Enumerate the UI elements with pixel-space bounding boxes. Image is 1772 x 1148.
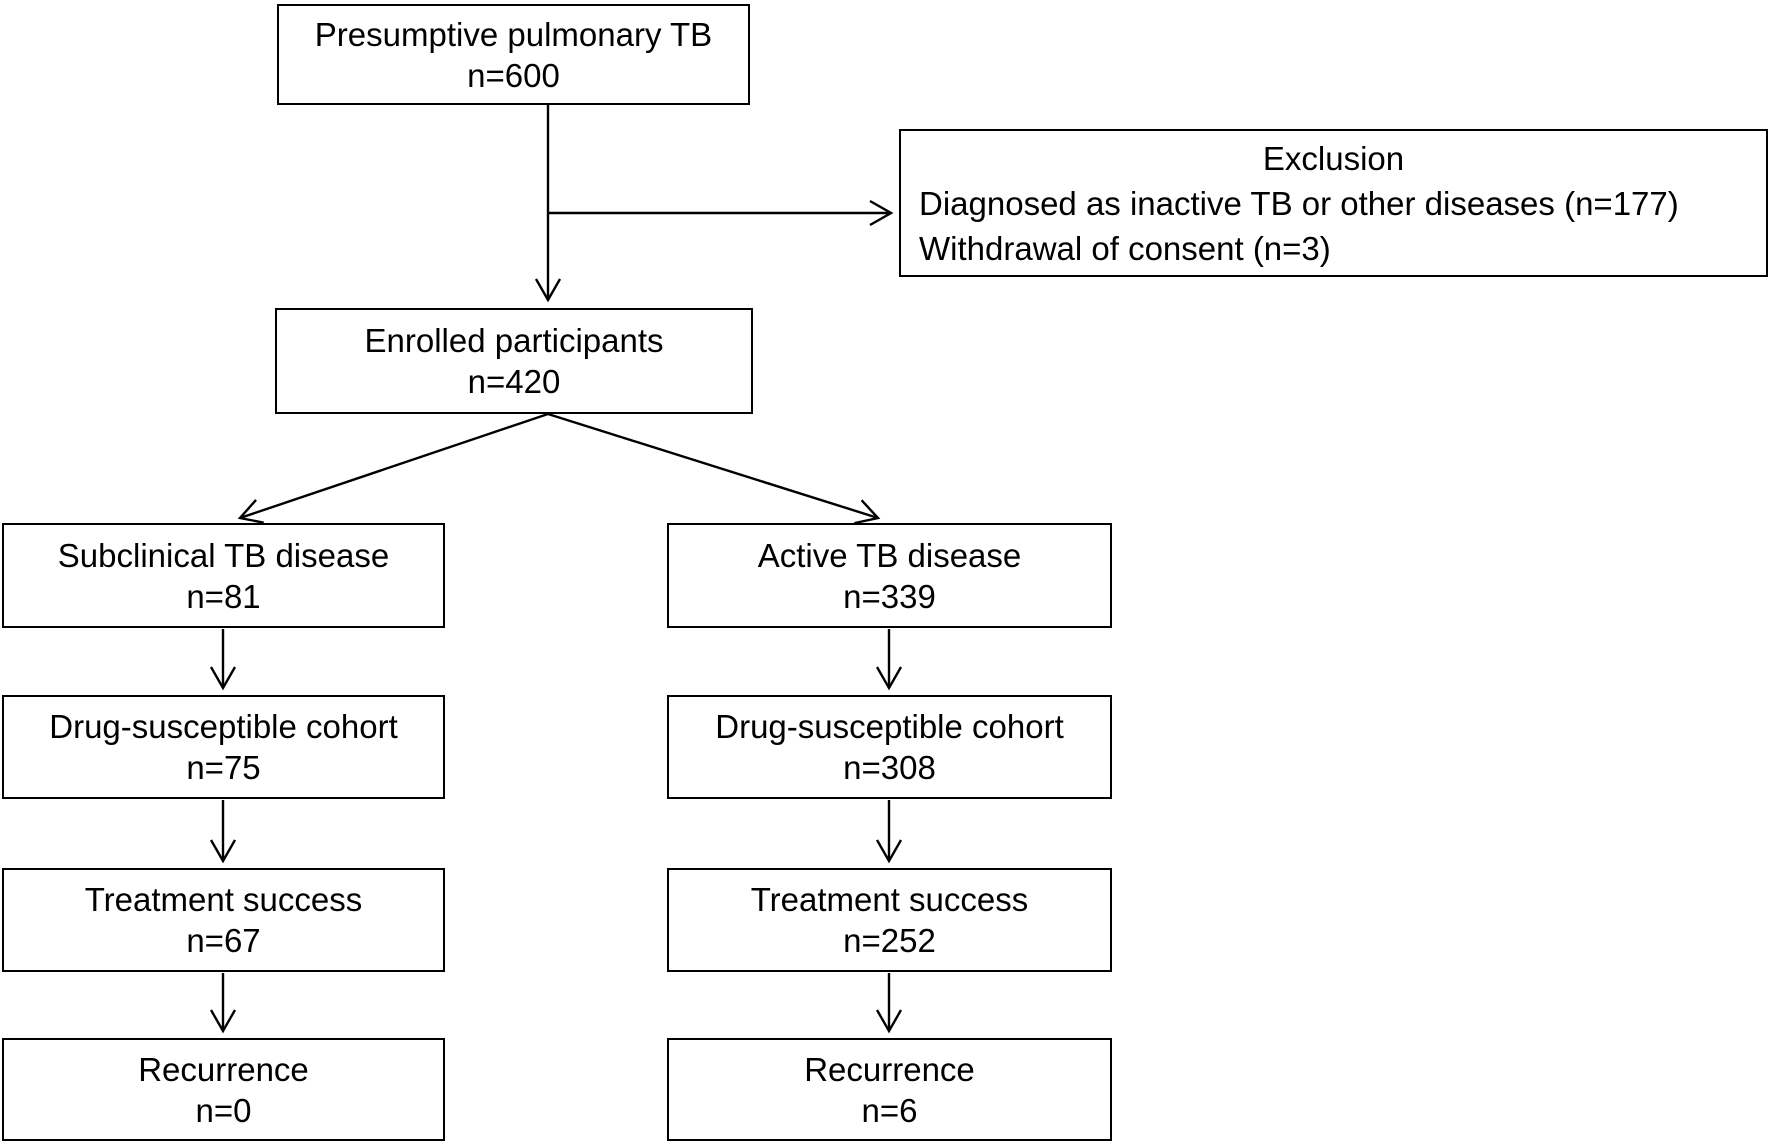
box-count: n=67 — [186, 922, 261, 959]
box-label: Recurrence — [804, 1050, 975, 1088]
box-count: n=600 — [467, 56, 560, 94]
box-active-drug-susceptible-cohort: Drug-susceptible cohort n=308 — [667, 695, 1112, 799]
box-count: n=0 — [195, 1091, 252, 1129]
box-label: Drug-susceptible cohort — [49, 708, 398, 745]
connector-enrolled-to-subclinical — [237, 412, 549, 524]
box-count: n=308 — [843, 749, 936, 786]
box-count: n=81 — [186, 577, 261, 615]
box-active-tb-disease: Active TB disease n=339 — [667, 523, 1112, 628]
box-subclinical-recurrence: Recurrence n=0 — [2, 1038, 445, 1141]
connector-enrolled-to-active — [547, 412, 881, 525]
box-count: n=75 — [186, 749, 261, 786]
box-active-treatment-success: Treatment success n=252 — [667, 868, 1112, 972]
box-label: Active TB disease — [757, 536, 1022, 574]
box-subclinical-drug-susceptible-cohort: Drug-susceptible cohort n=75 — [2, 695, 445, 799]
box-presumptive-pulmonary-tb: Presumptive pulmonary TB n=600 — [277, 4, 750, 105]
box-active-recurrence: Recurrence n=6 — [667, 1038, 1112, 1141]
box-label: Treatment success — [750, 881, 1029, 918]
box-count: n=252 — [843, 922, 936, 959]
box-subclinical-tb-disease: Subclinical TB disease n=81 — [2, 523, 445, 628]
exclusion-item-2: Withdrawal of consent (n=3) — [919, 229, 1331, 267]
box-count: n=6 — [861, 1091, 918, 1129]
box-count: n=420 — [467, 363, 561, 400]
box-label: Drug-susceptible cohort — [715, 708, 1064, 745]
box-count: n=339 — [843, 577, 936, 615]
box-label: Recurrence — [138, 1050, 309, 1088]
exclusion-heading: Exclusion — [1262, 139, 1405, 177]
box-subclinical-treatment-success: Treatment success n=67 — [2, 868, 445, 972]
box-enrolled-participants: Enrolled participants n=420 — [275, 308, 753, 414]
box-exclusion: Exclusion Diagnosed as inactive TB or ot… — [899, 129, 1768, 277]
box-label: Subclinical TB disease — [57, 536, 390, 574]
box-label: Presumptive pulmonary TB — [314, 15, 713, 53]
exclusion-item-1: Diagnosed as inactive TB or other diseas… — [919, 184, 1679, 222]
box-label: Enrolled participants — [364, 322, 664, 359]
box-label: Treatment success — [84, 881, 363, 918]
